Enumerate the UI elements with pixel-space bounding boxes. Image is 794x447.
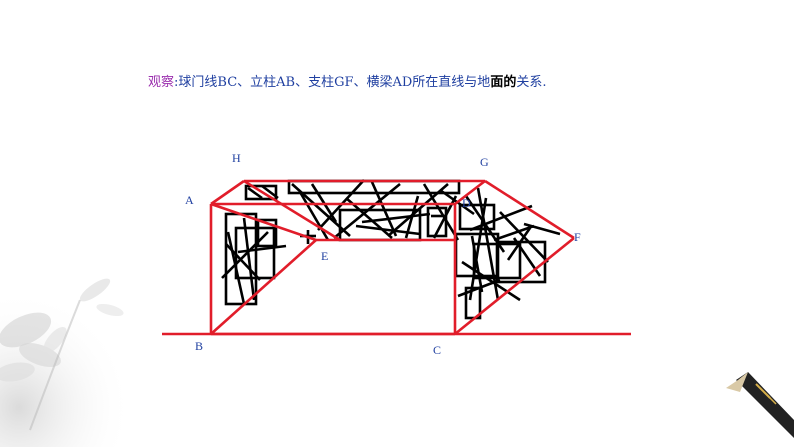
edge-h-crossbar [243, 179, 341, 242]
label-b: B [195, 339, 204, 353]
edge-eb [210, 239, 317, 335]
label-g: G [480, 155, 489, 169]
caption-separator: : [174, 75, 179, 90]
caption-emphasis: 面的 [490, 75, 517, 90]
caption-part1: 球门线BC、立柱AB、支柱GF、横梁AD所在直线与地 [178, 75, 491, 90]
caption-lead: 观察 [148, 75, 175, 90]
caption-part2: 关系. [516, 75, 547, 90]
edge-ae [210, 202, 317, 242]
edge-fc [454, 236, 575, 336]
edge-ah [210, 179, 245, 206]
label-d: D [462, 196, 471, 210]
label-f: F [574, 230, 581, 244]
goal-net [221, 179, 561, 320]
label-c: C [433, 343, 442, 357]
label-h: H [232, 151, 241, 165]
edge-dg [454, 179, 486, 206]
label-e: E [321, 249, 329, 263]
edge-gf [484, 179, 575, 240]
goal-frame [162, 179, 631, 336]
caption: 观察:球门线BC、立柱AB、支柱GF、横梁AD所在直线与地面的关系. [148, 71, 546, 90]
label-a: A [185, 193, 194, 207]
